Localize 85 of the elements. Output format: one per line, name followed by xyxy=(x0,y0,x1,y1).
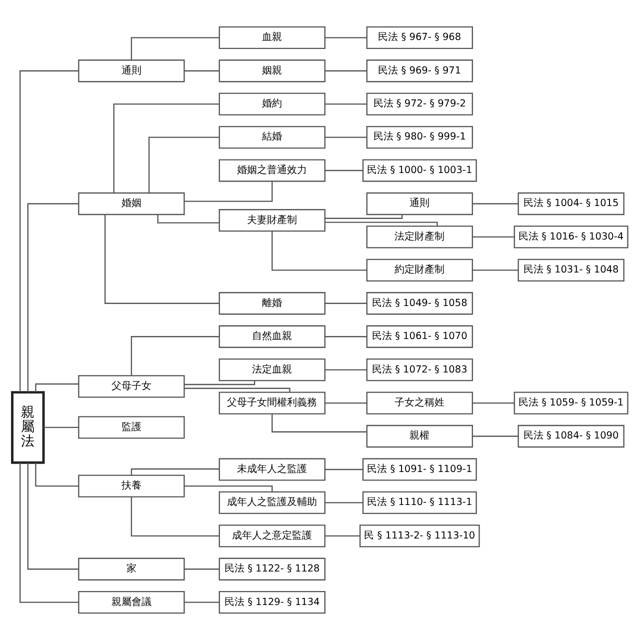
node-box: 民法 § 1091- § 1109-1 xyxy=(362,458,477,481)
connector xyxy=(27,203,78,392)
node-box: 民法 § 980- § 999-1 xyxy=(366,126,473,149)
connector xyxy=(324,170,363,172)
connector xyxy=(130,468,220,476)
connector xyxy=(130,37,220,60)
connector xyxy=(472,236,514,238)
connector xyxy=(27,462,78,570)
connector xyxy=(324,369,367,370)
connector xyxy=(104,214,220,304)
node-box: 民法 § 972- § 979-2 xyxy=(366,92,473,116)
connector xyxy=(130,336,220,376)
connector xyxy=(324,535,360,536)
connector xyxy=(324,468,363,470)
node-box: 民法 § 1084- § 1090 xyxy=(518,424,624,448)
connector xyxy=(19,70,78,392)
connector xyxy=(184,568,220,570)
node-box: 父母子女間權利義務 xyxy=(218,392,326,414)
connector xyxy=(184,602,220,603)
connector xyxy=(148,136,220,193)
connector xyxy=(324,336,367,338)
node-box: 離婚 xyxy=(218,292,326,315)
connector xyxy=(324,302,367,304)
node-box: 家 xyxy=(78,558,185,580)
connector xyxy=(472,436,518,437)
node-box: 民法 § 969- § 971 xyxy=(366,60,473,82)
node-box: 通則 xyxy=(78,60,185,82)
connector xyxy=(324,502,363,504)
connector xyxy=(324,37,367,38)
connector xyxy=(272,414,367,432)
node-box: 法定財產制 xyxy=(366,226,473,248)
node-box: 民法 § 1004- § 1015 xyxy=(518,192,624,216)
node-box: 扶養 xyxy=(78,474,185,498)
connector xyxy=(184,70,220,72)
node-box: 姻親 xyxy=(218,60,326,82)
node-box: 結婚 xyxy=(218,126,326,149)
node-box: 成年人之監護及輔助 xyxy=(218,491,326,514)
connector xyxy=(324,402,367,404)
node-box: 民法 § 1031- § 1048 xyxy=(518,258,624,282)
connector xyxy=(472,270,518,271)
node-box: 民法 § 967- § 968 xyxy=(366,26,473,49)
connector xyxy=(130,496,220,536)
connector xyxy=(324,104,367,105)
connector xyxy=(113,104,219,193)
node-box: 親屬會議 xyxy=(78,591,185,614)
connector xyxy=(35,462,79,487)
node-box: 民 § 1113-2- § 1113-10 xyxy=(359,524,480,548)
node-box: 夫妻財產制 xyxy=(218,209,326,232)
connector xyxy=(19,462,78,603)
node-box: 民法 § 1061- § 1070 xyxy=(366,325,473,348)
connector xyxy=(184,380,256,386)
connector xyxy=(272,231,367,271)
node-box: 民法 § 1049- § 1058 xyxy=(366,292,473,315)
node-box: 父母子女 xyxy=(78,375,185,398)
connector xyxy=(324,214,403,219)
connector xyxy=(324,136,367,138)
node-box: 民法 § 1129- § 1134 xyxy=(218,591,326,614)
node-box: 通則 xyxy=(366,192,473,216)
node-box: 婚約 xyxy=(218,92,326,116)
node-box: 監護 xyxy=(78,416,185,439)
node-box: 自然血親 xyxy=(218,325,326,348)
node-box: 血親 xyxy=(218,26,326,49)
connector xyxy=(184,181,273,202)
connector xyxy=(157,214,220,224)
node-box: 子女之稱姓 xyxy=(366,392,473,414)
connector xyxy=(324,70,367,72)
node-box: 未成年人之監護 xyxy=(218,458,326,481)
node-box: 民法 § 1072- § 1083 xyxy=(366,358,473,382)
node-box: 親屬法 xyxy=(11,391,45,464)
connector xyxy=(35,383,79,392)
node-box: 民法 § 1110- § 1113-1 xyxy=(362,491,477,514)
node-box: 婚姻之普通效力 xyxy=(218,159,326,182)
node-box: 成年人之意定監護 xyxy=(218,524,326,548)
connector xyxy=(472,203,518,204)
node-box: 婚姻 xyxy=(78,192,185,216)
node-box: 民法 § 1122- § 1128 xyxy=(218,558,326,580)
node-box: 民法 § 1000- § 1003-1 xyxy=(362,159,477,182)
node-box: 民法 § 1059- § 1059-1 xyxy=(514,392,628,414)
node-box: 法定血親 xyxy=(218,358,326,382)
node-box: 民法 § 1016- § 1030-4 xyxy=(514,226,628,248)
connector xyxy=(184,486,273,492)
node-box: 約定財產制 xyxy=(366,258,473,282)
connector xyxy=(472,402,514,404)
connector xyxy=(44,426,79,428)
node-box: 親權 xyxy=(366,424,473,448)
